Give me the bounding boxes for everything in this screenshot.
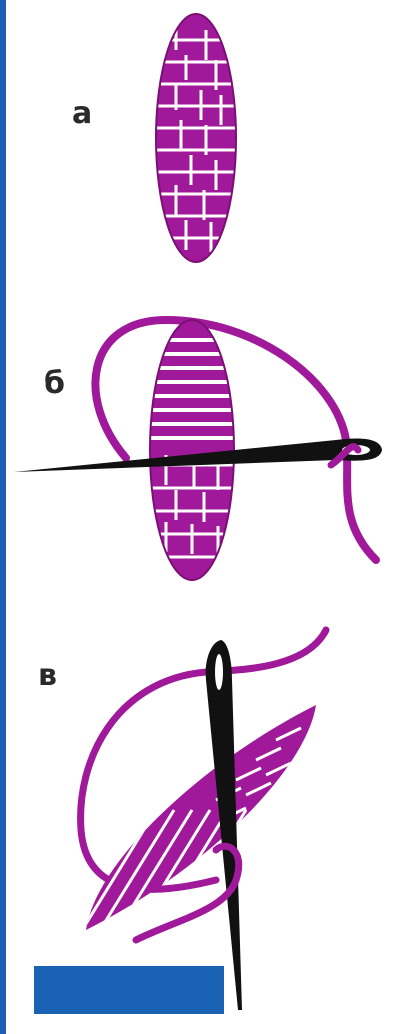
thread-loop-b — [95, 320, 376, 560]
stitch-panel-a: а — [6, 0, 405, 290]
label-a: а — [72, 96, 92, 131]
satin-leaf-figure-b — [6, 290, 405, 610]
label-b: б — [44, 366, 65, 401]
label-v: в — [38, 658, 57, 693]
satin-leaf-figure-a — [6, 0, 405, 290]
blue-bar — [34, 966, 224, 1014]
needle-eye-v — [215, 654, 223, 690]
stitch-panel-b: б — [6, 290, 405, 610]
